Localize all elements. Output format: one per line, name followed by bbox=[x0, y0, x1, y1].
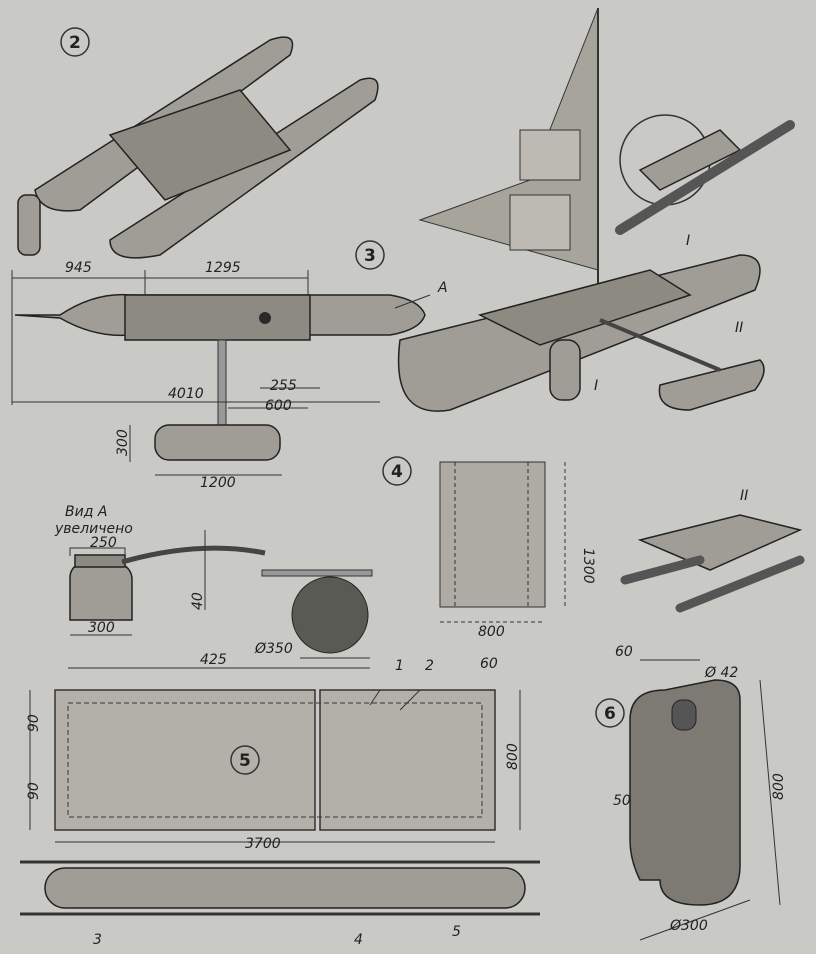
figure-number-circle bbox=[230, 745, 260, 775]
outrigger-arm-section bbox=[121, 545, 266, 565]
figure-number-circle bbox=[355, 240, 385, 270]
figure-5-label: 5 bbox=[239, 751, 251, 771]
dim-800: 800 bbox=[771, 773, 787, 800]
deck-plan bbox=[124, 294, 311, 341]
float-section bbox=[291, 576, 369, 654]
figure-6-label: 6 bbox=[604, 704, 616, 724]
view-a-title: Вид А bbox=[65, 504, 107, 520]
deck-plate bbox=[108, 89, 292, 201]
part-1: 1 bbox=[395, 658, 404, 674]
dim-425: 425 bbox=[200, 652, 227, 668]
outrigger-float bbox=[658, 359, 765, 411]
dimension-lines bbox=[29, 689, 521, 843]
part-3: 3 bbox=[93, 932, 102, 948]
pontoon-side bbox=[44, 867, 526, 909]
rudder bbox=[17, 194, 41, 256]
detail-tube bbox=[675, 555, 805, 613]
rudder bbox=[549, 339, 581, 401]
detail-bracket bbox=[637, 514, 803, 571]
dim-40: 40 bbox=[190, 592, 206, 610]
dimension-lines bbox=[639, 659, 781, 941]
part-2: 2 bbox=[425, 658, 434, 674]
outrigger-arm bbox=[599, 318, 721, 372]
dim-4010: 4010 bbox=[168, 386, 204, 402]
panel bbox=[439, 461, 546, 608]
dim-255: 255 bbox=[270, 378, 297, 394]
dim-1295: 1295 bbox=[205, 260, 241, 276]
rudder-blade bbox=[629, 679, 741, 906]
rudder-pivot-tube bbox=[671, 699, 697, 731]
pontoon-section bbox=[69, 559, 133, 621]
figure-2-catamaran: 2 bbox=[17, 27, 379, 259]
dim-250: 250 bbox=[90, 535, 117, 551]
view-a-subtitle: увеличено bbox=[54, 521, 133, 537]
outrigger-float-plan bbox=[154, 424, 281, 461]
detail-tube bbox=[615, 120, 795, 235]
figure-2-label: 2 bbox=[69, 33, 81, 53]
mast-step bbox=[259, 312, 271, 324]
detail-II: II bbox=[620, 488, 805, 613]
float-plate bbox=[261, 569, 373, 577]
dim-300: 300 bbox=[88, 620, 115, 636]
callout-I: I bbox=[686, 233, 690, 249]
deck-half bbox=[54, 689, 316, 831]
dim-60: 60 bbox=[615, 644, 633, 660]
figure-3-sail-catamaran: 3 I I II bbox=[355, 7, 795, 412]
dim-300: 300 bbox=[115, 429, 131, 456]
dimension-lines bbox=[68, 530, 370, 669]
dim-1200: 1200 bbox=[200, 475, 236, 491]
figure-3-label: 3 bbox=[364, 246, 376, 266]
callout-II: II bbox=[735, 320, 743, 336]
part-5: 5 bbox=[452, 924, 461, 940]
figure-6-rudder: 6 60 Ø 42 800 50 Ø300 bbox=[595, 644, 787, 941]
sail-window bbox=[519, 129, 581, 181]
dim-3700: 3700 bbox=[245, 836, 281, 852]
part-4: 4 bbox=[354, 932, 363, 948]
deck-plate bbox=[477, 269, 692, 346]
figure-4-panel: 4 1300 800 bbox=[382, 456, 596, 640]
diameter-350: Ø350 bbox=[254, 641, 293, 657]
detail-tube bbox=[620, 555, 705, 585]
figure-number-circle bbox=[60, 27, 90, 57]
dimension-lines bbox=[440, 462, 566, 623]
figure-number-circle bbox=[382, 456, 412, 486]
dim-50: 50 bbox=[613, 793, 631, 809]
view-a-arrow bbox=[394, 294, 431, 309]
sail-window bbox=[509, 194, 571, 251]
dim-945: 945 bbox=[65, 260, 92, 276]
callout-I-lower: I bbox=[594, 378, 598, 394]
dim-90-bottom: 90 bbox=[26, 782, 42, 800]
dim-60: 60 bbox=[480, 656, 498, 672]
figure-number-circle bbox=[595, 698, 625, 728]
view-a-label: A bbox=[437, 280, 448, 296]
deck-section bbox=[74, 554, 126, 568]
detail-bracket bbox=[638, 129, 742, 191]
figure-4-label: 4 bbox=[391, 462, 403, 482]
dim-1300: 1300 bbox=[580, 548, 596, 584]
dim-800: 800 bbox=[505, 743, 521, 770]
dim-90-top: 90 bbox=[26, 714, 42, 732]
dimension-lines bbox=[11, 270, 380, 476]
dim-800: 800 bbox=[478, 624, 505, 640]
plan-view: 945 1295 A 255 600 4010 300 1200 bbox=[11, 260, 448, 491]
diameter-42: Ø 42 bbox=[704, 665, 738, 681]
diameter-300: Ø300 bbox=[669, 918, 708, 934]
detail-II-label: II bbox=[740, 488, 748, 504]
figure-5-deck: 5 90 90 800 3700 60 1 2 3 4 5 bbox=[20, 656, 540, 948]
view-a-detail: Вид А увеличено 250 40 300 425 Ø350 bbox=[54, 504, 373, 669]
outrigger-beam-plan bbox=[217, 339, 227, 431]
dim-600: 600 bbox=[265, 398, 292, 414]
deck-half bbox=[319, 689, 496, 831]
